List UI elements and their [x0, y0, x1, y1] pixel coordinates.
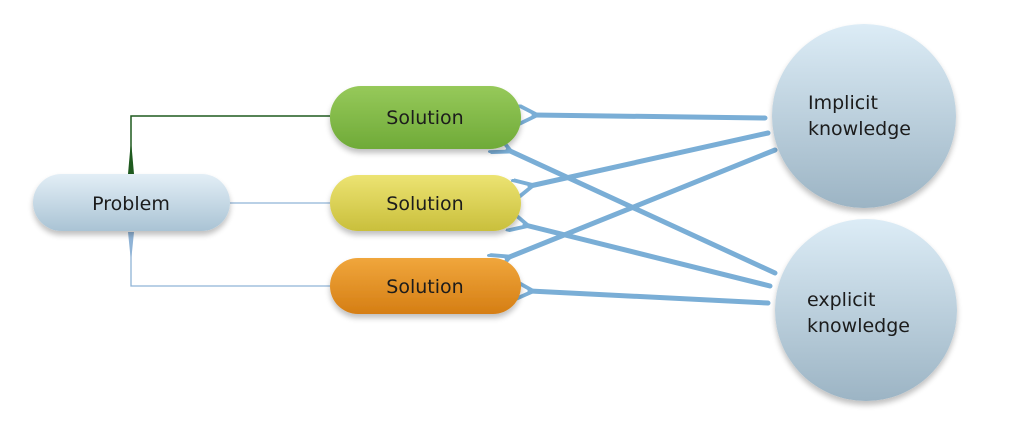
implicit-knowledge-label: Implicit knowledge — [808, 92, 911, 140]
arrow-implicit-to-solution-3 — [507, 147, 778, 258]
problem-connectors — [128, 115, 330, 287]
explicit-knowledge-line2: knowledge — [807, 315, 910, 337]
connector-wedge-top — [128, 140, 134, 174]
connector-to-solution-3 — [130, 232, 330, 287]
solution-label: Solution — [386, 193, 463, 215]
implicit-knowledge-node: Implicit knowledge — [772, 24, 956, 208]
arrow-implicit-to-solution-1 — [534, 115, 768, 118]
solution-label: Solution — [386, 276, 463, 298]
arrow-explicit-to-solution-3 — [530, 291, 771, 306]
arrow-explicit-to-solution-2 — [525, 225, 773, 289]
implicit-knowledge-line1: Implicit — [808, 92, 878, 114]
problem-node: Problem — [33, 174, 230, 231]
arrow-explicit-to-solution-1 — [508, 150, 778, 276]
connector-wedge-bottom — [128, 232, 134, 262]
solution-label: Solution — [386, 107, 463, 129]
connector-to-solution-1 — [130, 115, 330, 174]
solution-node-3: Solution — [330, 258, 521, 314]
solution-node-2: Solution — [330, 175, 521, 231]
explicit-knowledge-line1: explicit — [807, 289, 875, 311]
explicit-knowledge-label: explicit knowledge — [807, 289, 910, 337]
implicit-knowledge-line2: knowledge — [808, 118, 911, 140]
solution-node-1: Solution — [330, 86, 521, 149]
knowledge-arrows — [507, 115, 778, 306]
explicit-knowledge-node: explicit knowledge — [775, 219, 957, 401]
problem-label: Problem — [92, 193, 170, 215]
